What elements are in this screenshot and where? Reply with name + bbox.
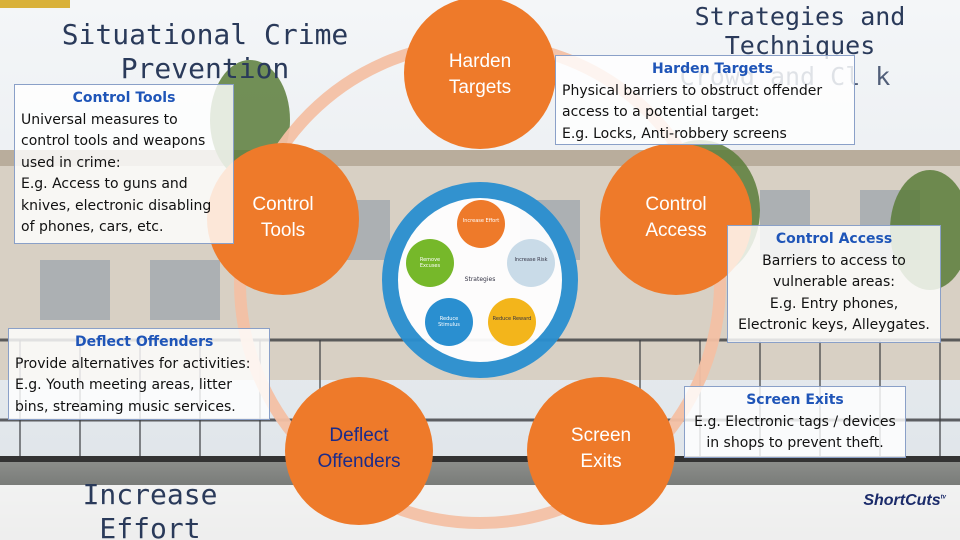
mini-label-increase-risk: Increase Risk	[514, 257, 548, 263]
screen-exits-node	[527, 377, 675, 525]
mini-label-remove-excuses: Remove Excuses	[419, 257, 441, 269]
callout-body: Provide alternatives for activities: E.g…	[15, 355, 251, 415]
mini-label-reduce-stimulus: Reduce Stimulus	[438, 316, 460, 328]
mini-node-increase-effort	[457, 200, 505, 248]
callout-deflect-offenders: Deflect Offenders Provide alternatives f…	[8, 328, 270, 420]
mini-label-reduce-reward: Reduce Reward	[492, 316, 532, 322]
control-access-node	[600, 143, 752, 295]
logo-mark: tv	[940, 494, 946, 501]
control-access-label: Control Access	[645, 194, 707, 241]
control-tools-label: Control Tools	[252, 194, 314, 241]
callout-title: Screen Exits	[746, 392, 844, 408]
mini-node-remove-excuses	[406, 239, 454, 287]
mini-node-increase-risk	[507, 239, 555, 287]
strategies-heading: Strategies and Techniques	[694, 2, 906, 60]
logo-text: ShortCuts	[863, 492, 941, 509]
callout-control-tools: Control Tools Universal measures to cont…	[14, 84, 234, 244]
callout-harden-targets: Harden Targets Physical barriers to obst…	[555, 55, 855, 145]
mini-node-reduce-stimulus	[425, 298, 473, 346]
callout-screen-exits: Screen Exits E.g. Electronic tags / devi…	[684, 386, 906, 458]
callout-title: Deflect Offenders	[75, 334, 214, 350]
harden-targets-node	[404, 0, 556, 149]
harden-targets-label: Harden Targets	[448, 51, 512, 98]
slide-title: Situational Crime Prevention	[61, 18, 349, 85]
callout-body: Barriers to access to vulnerable areas: …	[738, 252, 930, 334]
callout-title: Control Tools	[72, 90, 176, 106]
callout-body: E.g. Electronic tags / devices in shops …	[694, 413, 896, 452]
callout-control-access: Control Access Barriers to access to vul…	[727, 225, 941, 343]
screen-exits-label: Screen Exits	[570, 425, 632, 472]
mini-node-reduce-reward	[488, 298, 536, 346]
mini-label-center: Strategies	[464, 276, 496, 283]
callout-title: Harden Targets	[652, 61, 774, 77]
callout-body: Universal measures to control tools and …	[21, 111, 212, 236]
mini-label-increase-effort: Increase Effort	[462, 218, 500, 224]
callout-body: Physical barriers to obstruct offender a…	[562, 82, 823, 142]
deflect-offenders-label: Deflect Offenders	[317, 425, 401, 472]
callout-title: Control Access	[775, 231, 893, 247]
control-tools-node	[207, 143, 359, 295]
increase-effort-heading: Increase Effort	[82, 478, 218, 540]
shortcuts-logo: ShortCutstv	[863, 492, 946, 510]
deflect-offenders-node	[285, 377, 433, 525]
